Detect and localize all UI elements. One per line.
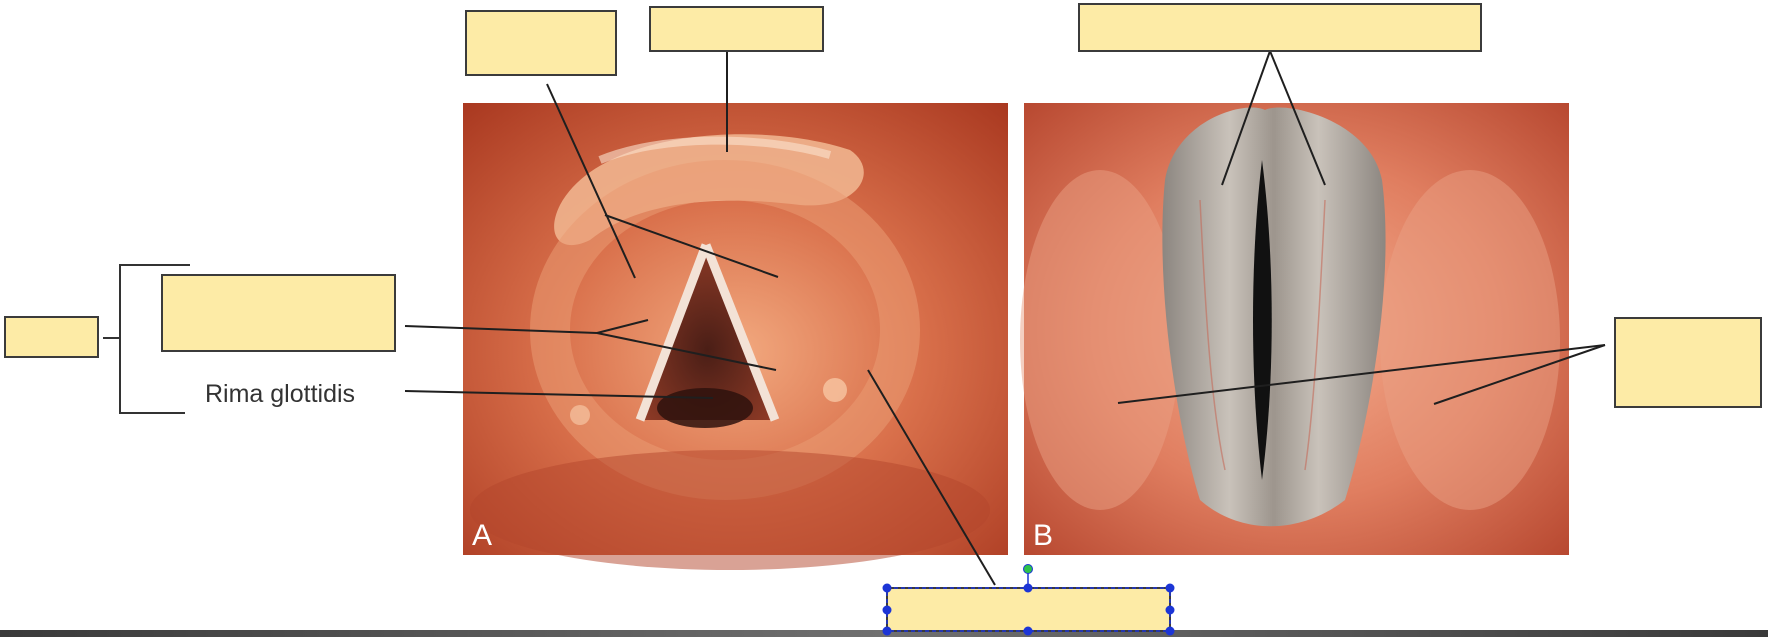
photo-a: A [463,103,1008,570]
leader-line [596,319,649,334]
resize-handle[interactable] [1165,583,1175,593]
answer-box-left-large[interactable] [161,274,396,352]
photo-b-label: B [1033,519,1053,552]
answer-box-left-small[interactable] [4,316,99,358]
rima-glottidis-label: Rima glottidis [205,380,355,408]
resize-handle[interactable] [1023,583,1033,593]
answer-box-top-right[interactable] [1078,3,1482,52]
leader-line [1269,50,1326,186]
leader-line [596,332,777,371]
resize-handle[interactable] [882,605,892,615]
answer-box-top-left[interactable] [465,10,617,76]
resize-handle[interactable] [1023,626,1033,636]
leader-line [1117,344,1606,404]
resize-handle[interactable] [882,583,892,593]
answer-box-bottom-selected[interactable] [886,587,1171,632]
rotate-handle[interactable] [1023,564,1033,574]
leader-line [546,83,636,279]
leader-line [404,325,598,334]
photo-b: B [1020,103,1569,555]
answer-boxes [4,3,1762,632]
leader-line [404,390,714,399]
leader-line [867,369,996,586]
resize-handle[interactable] [1165,626,1175,636]
resize-handle[interactable] [882,626,892,636]
leader-line [1221,50,1271,186]
photo-a-label: A [472,519,492,552]
resize-handle[interactable] [1165,605,1175,615]
answer-box-top-center[interactable] [649,6,824,52]
leader-line [1433,344,1606,405]
leader-line [604,214,779,278]
answer-box-right[interactable] [1614,317,1762,408]
leader-lines [404,50,1606,586]
selection-handles [882,564,1175,636]
bracket [103,264,190,414]
